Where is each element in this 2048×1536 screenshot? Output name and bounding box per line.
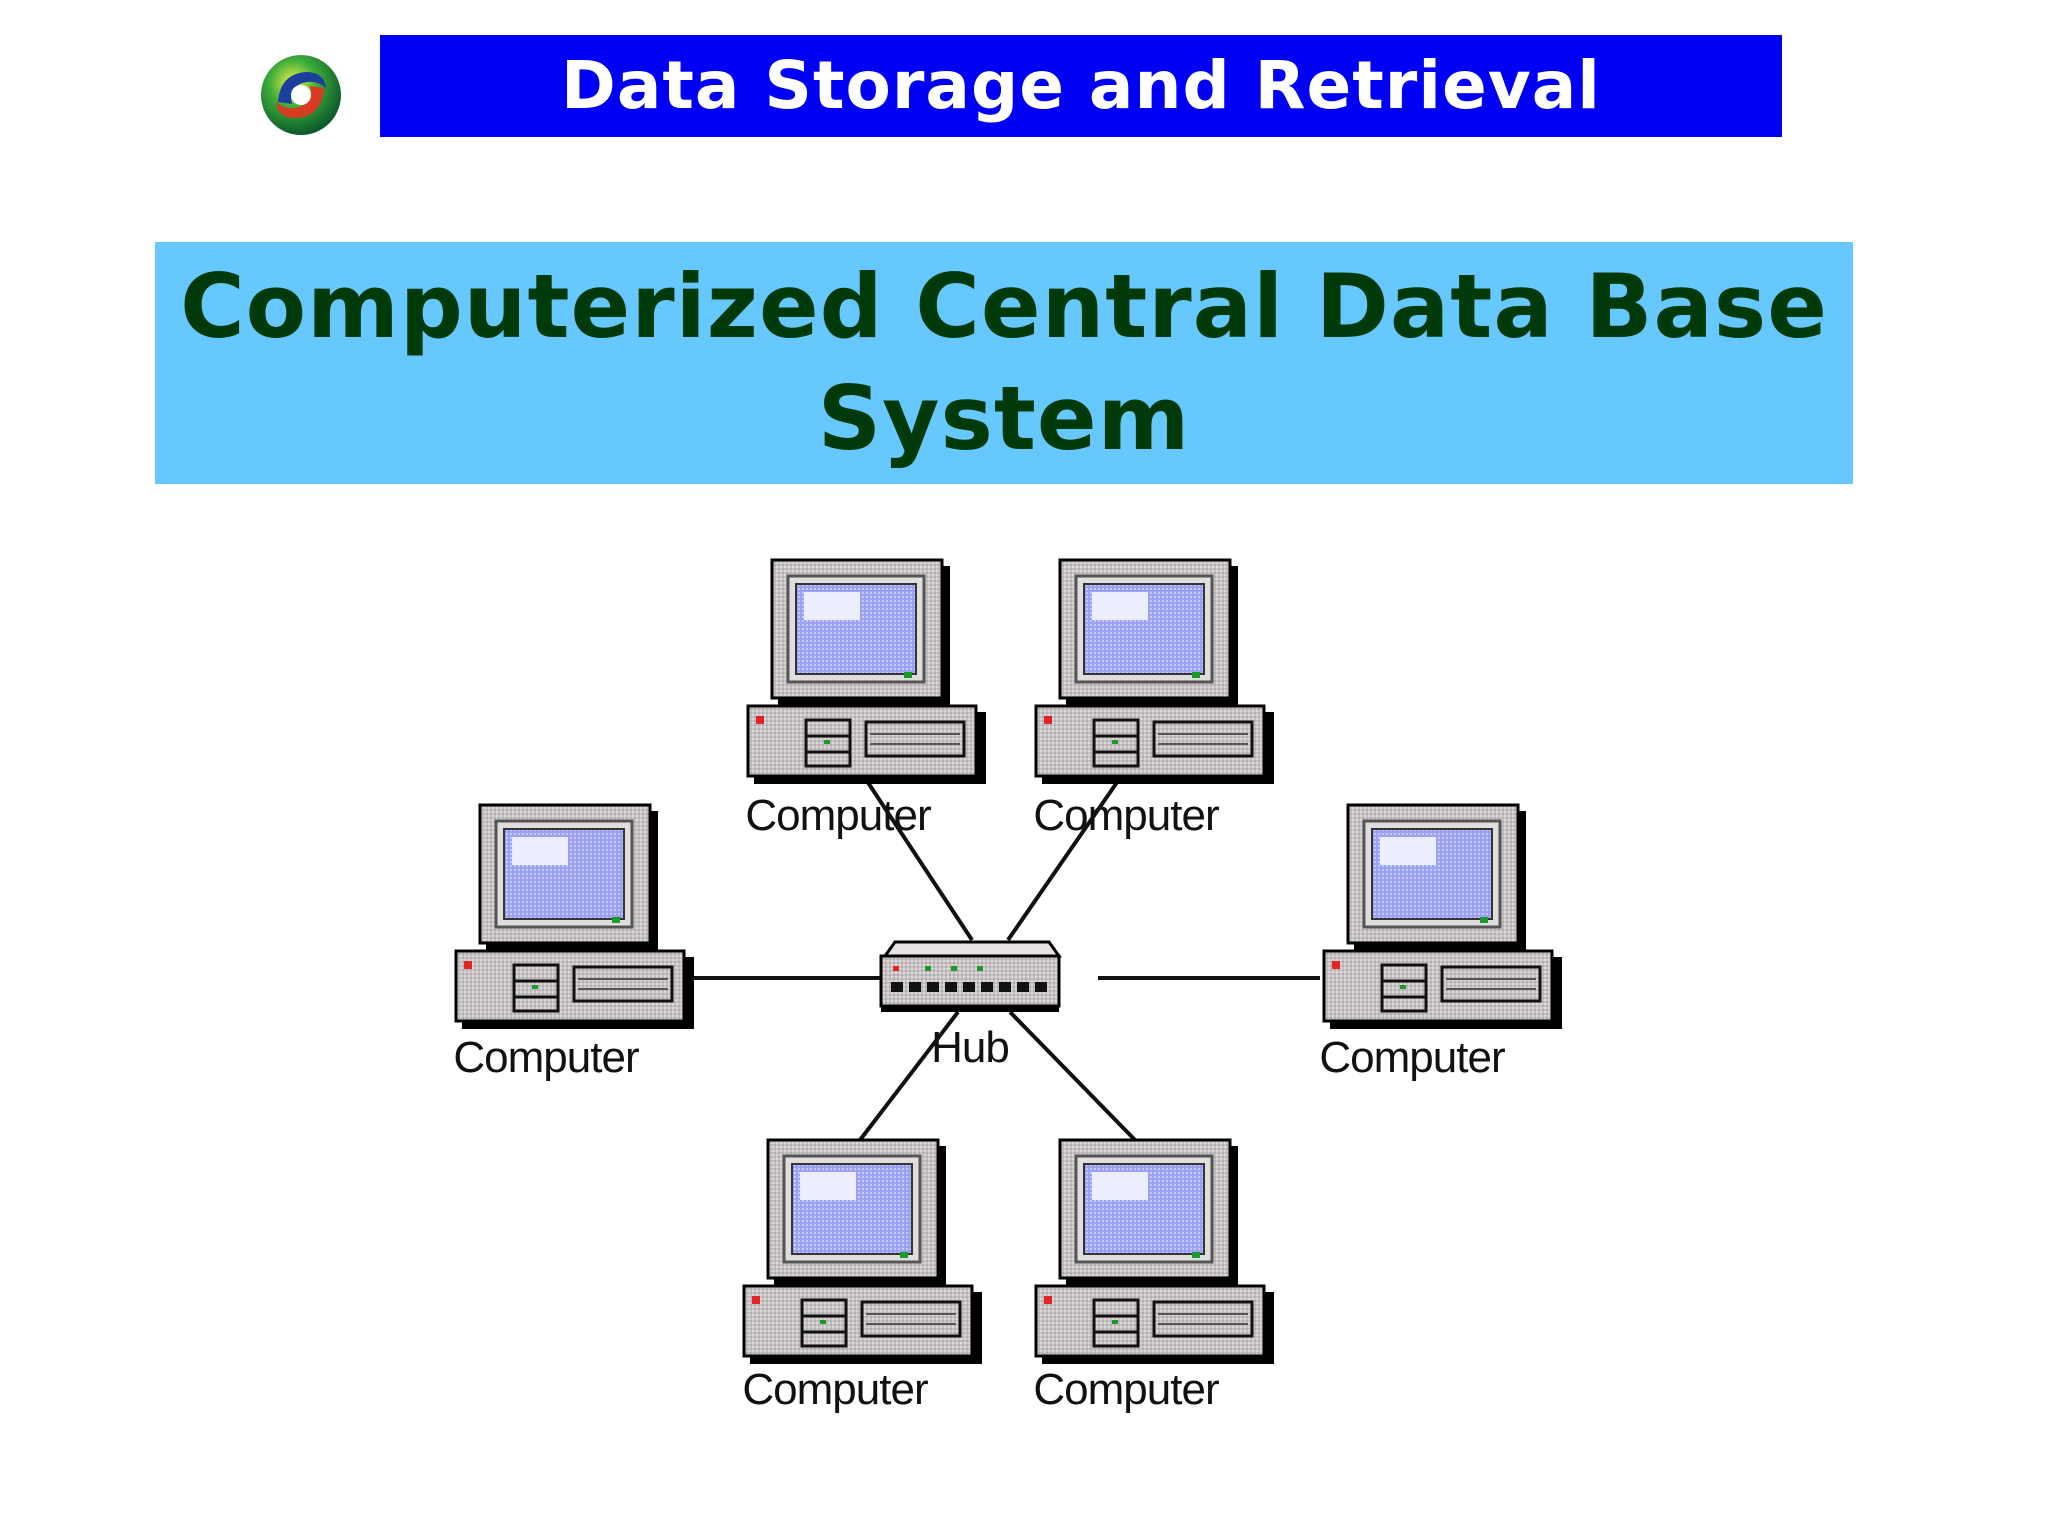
header-title: Data Storage and Retrieval	[561, 47, 1601, 124]
computer-label: Computer	[742, 1365, 928, 1414]
link-top-right	[1006, 776, 1122, 942]
header-bar: Data Storage and Retrieval	[380, 35, 1782, 137]
computer-label: Computer	[1033, 1365, 1219, 1414]
desktop-computer-icon	[746, 558, 988, 786]
link-bottom-right	[1008, 1010, 1137, 1142]
hub-label: Hub	[931, 1023, 1009, 1072]
computer-label: Computer	[1033, 791, 1219, 840]
subtitle-box: Computerized Central Data Base System	[155, 242, 1853, 484]
desktop-computer-icon	[1034, 558, 1276, 786]
computer-label: Computer	[1319, 1033, 1505, 1082]
computer-node-bottom-right: Computer	[1033, 1138, 1276, 1414]
connection-lines	[667, 776, 1320, 1142]
swirl-logo-icon	[261, 55, 341, 135]
computer-node-top-left: Computer	[745, 558, 988, 840]
computer-node-top-right: Computer	[1033, 558, 1276, 840]
computer-label: Computer	[745, 791, 931, 840]
computer-node-bottom-left: Computer	[742, 1138, 984, 1414]
network-hub-icon	[879, 940, 1061, 1014]
computer-label: Computer	[453, 1033, 639, 1082]
link-bottom-left	[858, 1010, 960, 1142]
computer-node-right: Computer	[1319, 803, 1564, 1082]
subtitle-title: Computerized Central Data Base System	[180, 255, 1828, 470]
link-top-left	[863, 776, 974, 942]
desktop-computer-icon	[454, 803, 696, 1031]
desktop-computer-icon	[1034, 1138, 1276, 1366]
desktop-computer-icon	[1322, 803, 1564, 1031]
computer-node-left: Computer	[453, 803, 696, 1082]
desktop-computer-icon	[742, 1138, 984, 1366]
